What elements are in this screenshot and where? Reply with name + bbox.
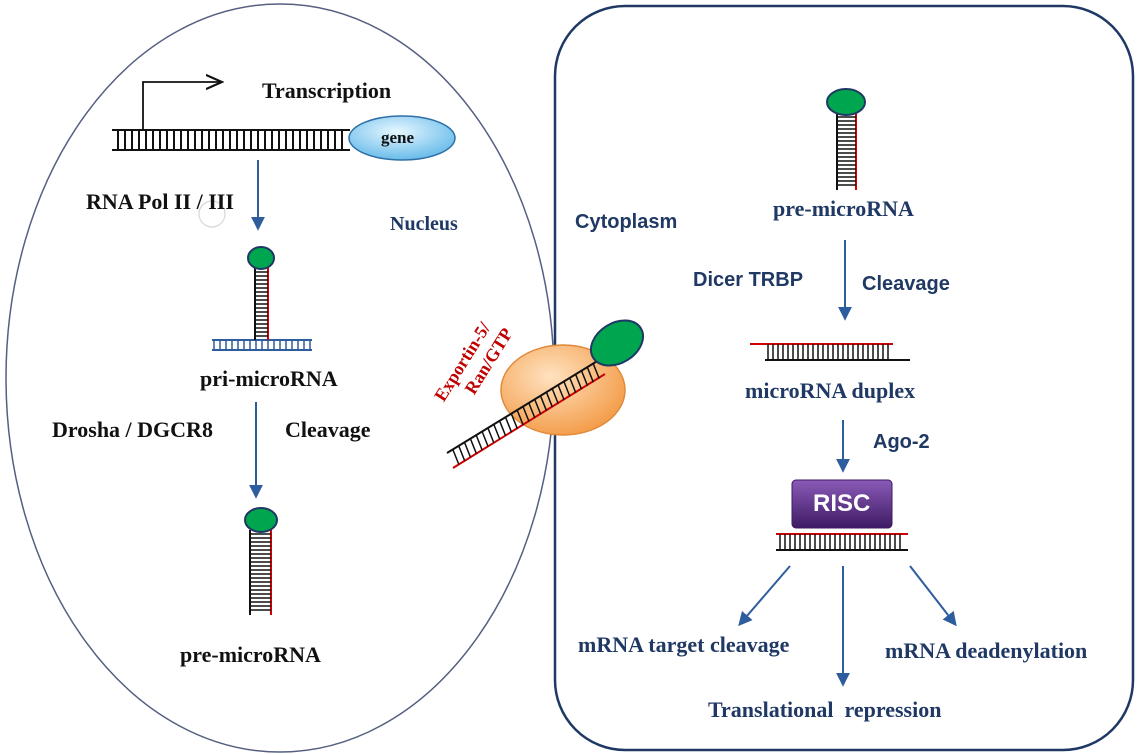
gene-shape (348, 115, 456, 161)
cytoplasm-label: Cytoplasm (575, 211, 678, 233)
arrow-deadenylation (909, 565, 957, 627)
microrna-duplex (750, 343, 910, 361)
ago2-label: Ago-2 (873, 431, 930, 453)
deadenylation-label: mRNA deadenylation (885, 638, 1088, 663)
pri-mirna-label: pri-microRNA (200, 366, 338, 391)
cytoplasm-cleavage-label: Cleavage (862, 273, 950, 295)
gene-label: gene (381, 128, 415, 147)
cytoplasm-pre-mirna-hairpin (826, 88, 866, 190)
dicer-label: Dicer TRBP (693, 269, 804, 291)
arrow-target-cleavage (738, 565, 791, 627)
target-cleavage-label: mRNA target cleavage (578, 632, 790, 657)
duplex-label: microRNA duplex (745, 378, 916, 403)
rna-pol-label: RNA Pol II / III (86, 189, 234, 214)
nucleus-label: Nucleus (390, 213, 458, 235)
cytoplasm-pre-mirna-label: pre-microRNA (773, 196, 914, 221)
transcription-start-arrow (142, 82, 222, 130)
pri-mirna-hairpin (212, 246, 312, 351)
risc-label: RISC (813, 490, 871, 517)
risc-bound-mrna (776, 533, 908, 551)
transcription-label: Transcription (262, 78, 392, 103)
exported-pre-mirna (446, 319, 645, 469)
nuclear-pre-mirna-label: pre-microRNA (180, 642, 321, 667)
drosha-label: Drosha / DGCR8 (52, 417, 213, 442)
dna-strand (112, 129, 350, 151)
nuclear-pre-mirna-hairpin (244, 507, 278, 615)
risc-box (791, 479, 893, 529)
nucleus-cleavage-label: Cleavage (285, 417, 371, 442)
repression-label: Translational repression (708, 697, 942, 722)
rna-pol-marker (198, 200, 226, 228)
